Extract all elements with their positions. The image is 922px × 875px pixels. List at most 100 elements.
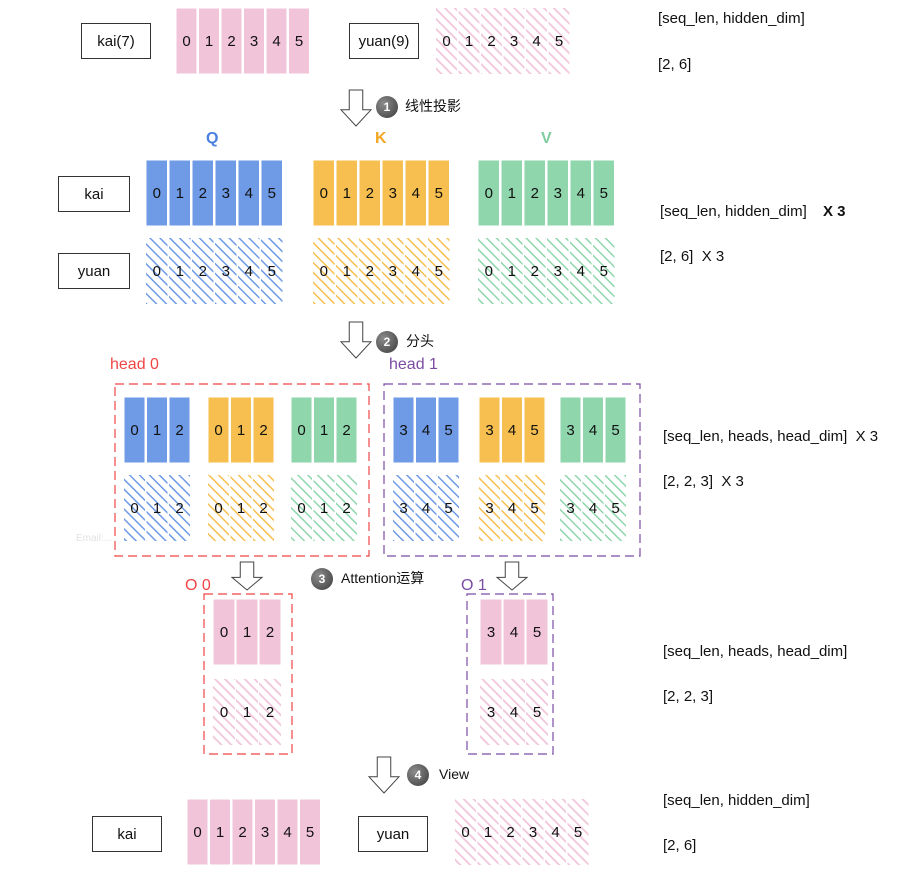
qkv-k-yuan-cell bbox=[428, 238, 450, 304]
step-4-arrow bbox=[367, 756, 401, 794]
final-token-box-yuan: yuan bbox=[358, 816, 428, 852]
qkv-q-yuan-cell bbox=[261, 238, 283, 304]
final-yuan-vector-digit: 5 bbox=[574, 824, 582, 841]
head0-k-kai-digit: 1 bbox=[237, 422, 245, 439]
outputs-shape-label: [seq_len, heads, head_dim] bbox=[663, 643, 848, 660]
head0-q-kai-digit: 0 bbox=[130, 422, 138, 439]
heads-shape-label: [seq_len, heads, head_dim] X 3 bbox=[663, 428, 879, 445]
o0-yuan-vector-digit: 1 bbox=[243, 704, 251, 721]
qkv-k-yuan-cell bbox=[313, 238, 335, 304]
head0-k-kai-cell bbox=[252, 396, 275, 464]
head0-k-kai-digit: 0 bbox=[214, 422, 222, 439]
o0-kai-vector-cell bbox=[258, 598, 282, 666]
qkv-k-yuan-digit: 3 bbox=[389, 263, 397, 280]
row1-kai-vector-digit: 1 bbox=[205, 33, 213, 50]
token-box-kai7: kai(7) bbox=[81, 23, 151, 59]
row1-kai-vector-digit: 2 bbox=[227, 33, 235, 50]
qkv-v-kai-cell bbox=[523, 159, 546, 227]
head1-v-yuan-cell bbox=[560, 475, 581, 541]
head0-v-kai-digit: 1 bbox=[320, 422, 328, 439]
qkv-q-yuan-cell bbox=[238, 238, 260, 304]
qkv-v-yuan-digit: 4 bbox=[577, 263, 585, 280]
qkv-q-kai-digit: 4 bbox=[245, 185, 253, 202]
qkv-k-yuan-cell bbox=[359, 238, 381, 304]
final-yuan-vector-cell bbox=[522, 799, 544, 865]
qkv-shape-mult: X 3 bbox=[822, 203, 846, 220]
head0-q-yuan-cell bbox=[169, 475, 190, 541]
qkv-q-yuan-digit: 3 bbox=[222, 263, 230, 280]
qkv-size-label: [2, 6] X 3 bbox=[660, 248, 725, 265]
o0-kai-vector-digit: 1 bbox=[243, 624, 251, 641]
qkv-k-yuan-digit: 2 bbox=[366, 263, 374, 280]
row1-kai-vector-cell bbox=[198, 7, 220, 75]
step-2-arrow bbox=[339, 321, 373, 359]
o0-yuan-vector-cell bbox=[236, 679, 258, 745]
head0-k-yuan-cell bbox=[253, 475, 274, 541]
head1-q-kai-digit: 4 bbox=[422, 422, 430, 439]
head1-v-kai-digit: 3 bbox=[566, 422, 574, 439]
head0-q-yuan-cell bbox=[146, 475, 168, 541]
head1-k-kai-cell bbox=[501, 396, 523, 464]
qkv-q-yuan-digit: 4 bbox=[245, 263, 253, 280]
row1-yuan-vector-digit: 0 bbox=[442, 33, 450, 50]
head1-q-yuan-cell bbox=[438, 475, 459, 541]
qkv-v-yuan-cell bbox=[478, 238, 500, 304]
head1-q-kai-digit: 5 bbox=[444, 422, 452, 439]
row1-kai-vector-cell bbox=[243, 7, 265, 75]
qkv-v-yuan-cell bbox=[547, 238, 569, 304]
qkv-k-kai-digit: 3 bbox=[389, 185, 397, 202]
step-3-arrow-left bbox=[230, 561, 264, 591]
final-yuan-vector-digit: 0 bbox=[461, 824, 469, 841]
o1-frame bbox=[466, 593, 554, 755]
qkv-v-kai-digit: 1 bbox=[508, 185, 516, 202]
head1-q-kai-cell bbox=[392, 396, 415, 464]
head0-q-yuan-cell bbox=[124, 475, 145, 541]
qkv-v-yuan-digit: 5 bbox=[600, 263, 608, 280]
step-1-arrow bbox=[339, 89, 373, 127]
head-0-title: head 0 bbox=[110, 356, 159, 373]
o0-title: O 0 bbox=[185, 577, 211, 594]
head1-q-yuan-digit: 5 bbox=[444, 500, 452, 517]
head-0-frame bbox=[114, 383, 370, 557]
head0-v-yuan-digit: 2 bbox=[342, 500, 350, 517]
arrow-layer bbox=[230, 89, 529, 794]
qkv-q-kai-cell bbox=[191, 159, 214, 227]
step-4-badge: 4 bbox=[407, 764, 429, 786]
row1-yuan-vector-cell bbox=[548, 8, 570, 74]
final-yuan-vector-cell bbox=[500, 799, 521, 865]
head0-k-kai-cell bbox=[207, 396, 230, 464]
qkv-k-kai-cell bbox=[335, 159, 358, 227]
row1-yuan-vector-cell bbox=[481, 8, 502, 74]
head1-v-yuan-cell bbox=[582, 475, 604, 541]
head1-k-kai-digit: 4 bbox=[508, 422, 516, 439]
row1-yuan-vector-digit: 3 bbox=[510, 33, 518, 50]
head0-q-yuan-digit: 2 bbox=[175, 500, 183, 517]
head0-k-kai-cell bbox=[230, 396, 252, 464]
qkv-v-kai-cell bbox=[569, 159, 592, 227]
row1-yuan-vector-cell bbox=[436, 8, 457, 74]
head1-v-kai-digit: 4 bbox=[589, 422, 597, 439]
qkv-v-yuan-digit: 0 bbox=[485, 263, 493, 280]
row1-yuan-vector-cell bbox=[458, 8, 480, 74]
qkv-v-yuan-cell bbox=[501, 238, 523, 304]
o1-yuan-vector-digit: 3 bbox=[487, 704, 495, 721]
head1-q-kai-digit: 3 bbox=[399, 422, 407, 439]
step-3-badge: 3 bbox=[311, 568, 333, 590]
head1-k-kai-cell bbox=[478, 396, 501, 464]
head0-q-yuan-digit: 0 bbox=[130, 500, 138, 517]
q-label: Q bbox=[206, 130, 219, 147]
head1-v-yuan-cell bbox=[605, 475, 626, 541]
